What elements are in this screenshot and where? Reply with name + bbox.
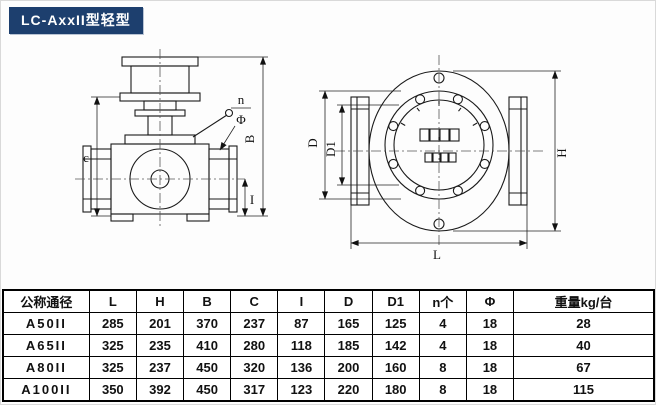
value-cell: 18 [465,356,515,379]
value-cell: 185 [324,334,373,357]
value-cell: 18 [465,334,515,357]
column-header-Φ: Φ [465,289,515,313]
technical-drawings: c B I n Φ D D1 H L [75,49,569,262]
value-cell: 165 [324,312,373,335]
lever-arm [192,114,228,138]
value-cell: 123 [277,378,326,401]
column-header-B: B [183,289,232,313]
value-cell: 4 [418,334,467,357]
foot-right [186,213,210,222]
value-cell: 8 [418,356,467,379]
page-title-text: LC-AxxII型轻型 [21,12,131,28]
model-cell: A50II [2,312,90,335]
value-cell: 370 [183,312,232,335]
value-cell: 325 [88,334,137,357]
value-cell: 237 [230,312,279,335]
side-view-dimension-lines [91,56,268,217]
page-title: LC-AxxII型轻型 [9,7,143,34]
value-cell: 40 [513,334,655,357]
side-flange-right [508,96,528,206]
model-cell: A65II [2,334,90,357]
value-cell: 392 [135,378,185,401]
value-cell: 28 [513,312,655,335]
value-cell: 160 [371,356,420,379]
value-cell: 280 [230,334,279,357]
model-cell: A80II [2,356,90,379]
value-cell: 201 [135,312,185,335]
value-cell: 67 [513,356,655,379]
counter-digit-windows [419,128,460,163]
value-cell: 87 [277,312,326,335]
value-cell: 180 [371,378,420,401]
dim-label-B: B [242,134,257,143]
front-view-dimension-lines [319,70,561,249]
value-cell: 350 [88,378,137,401]
value-cell: 237 [135,356,185,379]
foot-left [110,213,134,222]
column-header-n个: n个 [418,289,467,313]
column-header-重量kg/台: 重量kg/台 [513,289,655,313]
value-cell: 220 [324,378,373,401]
value-cell: 18 [465,312,515,335]
value-cell: 235 [135,334,185,357]
dim-label-phi: Φ [236,112,246,127]
value-cell: 317 [230,378,279,401]
column-header-D: D [324,289,373,313]
column-header-D1: D1 [371,289,420,313]
value-cell: 136 [277,356,326,379]
lever-ball [224,108,234,118]
front-view-centerlines [335,55,545,245]
value-cell: 115 [513,378,655,401]
model-cell: A100II [2,378,90,401]
column-header-I: I [277,289,326,313]
value-cell: 450 [183,378,232,401]
dim-label-H: H [554,148,569,157]
dim-label-c: c [83,150,89,165]
value-cell: 118 [277,334,326,357]
value-cell: 4 [418,312,467,335]
value-cell: 8 [418,378,467,401]
dim-label-D1: D1 [323,141,338,157]
column-header-C: C [230,289,279,313]
value-cell: 450 [183,356,232,379]
value-cell: 142 [371,334,420,357]
value-cell: 325 [88,356,137,379]
side-view-centerlines [75,49,245,227]
dim-label-L: L [433,247,441,262]
column-header-L: L [88,289,137,313]
dim-label-n: n [238,92,245,107]
column-header-model: 公称通径 [2,289,90,313]
value-cell: 410 [183,334,232,357]
dim-label-D: D [305,138,320,147]
value-cell: 320 [230,356,279,379]
column-header-H: H [135,289,185,313]
value-cell: 125 [371,312,420,335]
side-flange-left [350,96,370,206]
value-cell: 285 [88,312,137,335]
dim-label-I: I [250,192,254,207]
value-cell: 200 [324,356,373,379]
value-cell: 18 [465,378,515,401]
